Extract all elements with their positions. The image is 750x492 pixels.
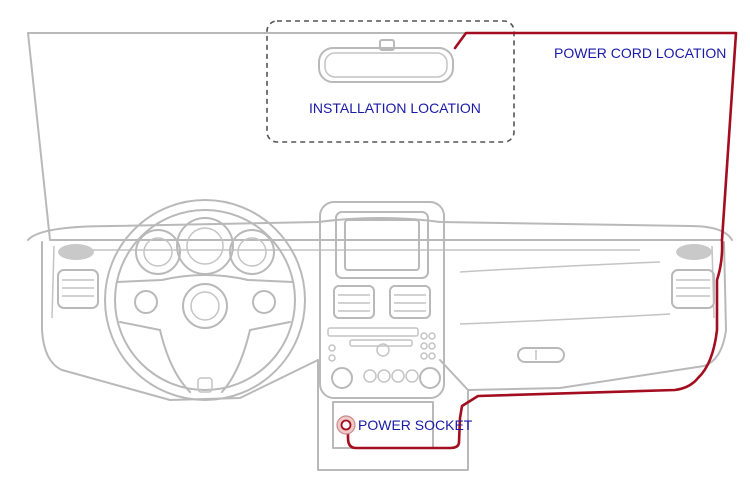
steering-wheel (104, 199, 306, 401)
rear-view-mirror-icon (318, 39, 454, 83)
right-air-vent (671, 244, 715, 309)
power-cord-location-label: POWER CORD LOCATION (554, 45, 726, 61)
installation-location-box (266, 20, 515, 143)
left-air-vent (57, 244, 99, 309)
power-socket-label: POWER SOCKET (358, 417, 473, 433)
instrument-cluster (135, 217, 275, 275)
windshield (27, 32, 737, 241)
center-console (319, 201, 445, 399)
glovebox-handle (517, 347, 565, 363)
installation-location-label: INSTALLATION LOCATION (309, 100, 481, 116)
power-cord-route (346, 31, 738, 450)
power-socket-icon (336, 415, 356, 435)
